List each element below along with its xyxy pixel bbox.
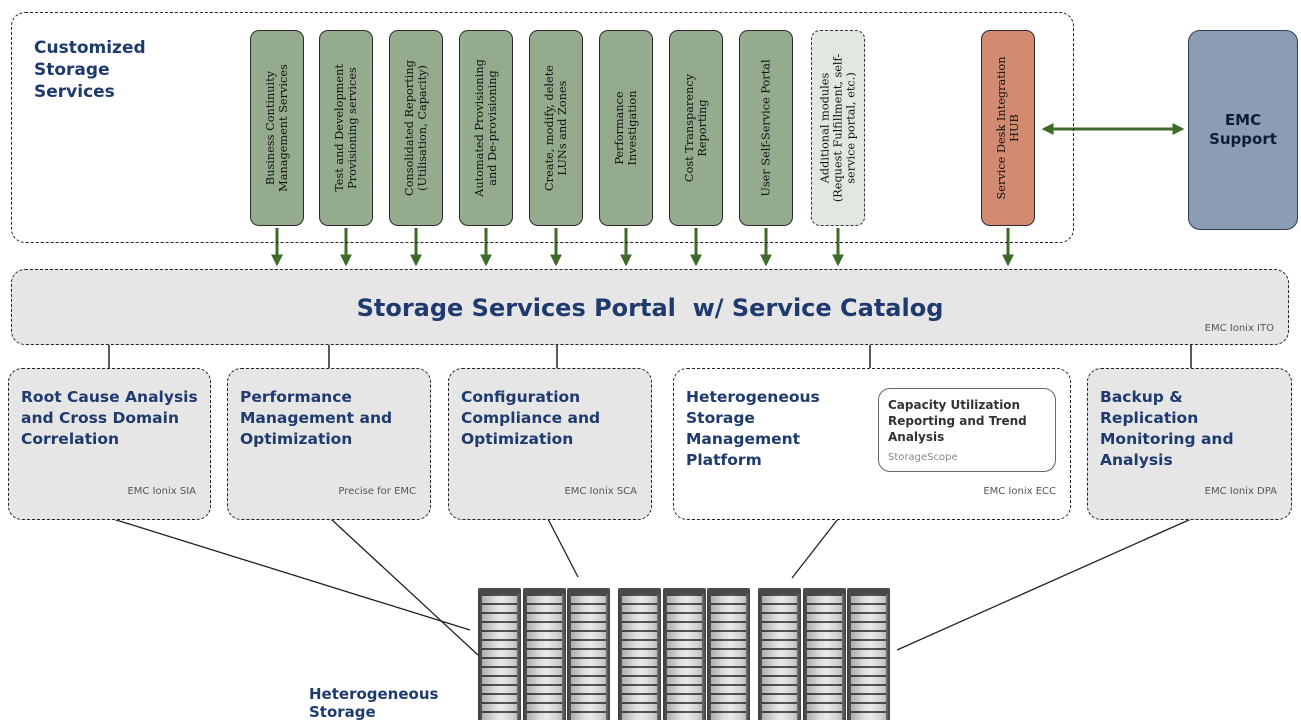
module-label: Test and Development Provisioning servic… [333, 64, 359, 192]
box-title: Backup & Replication Monitoring and Anal… [1100, 388, 1234, 469]
box-title: Performance Management and Optimization [240, 388, 393, 448]
module-label: Consolidated Reporting (Utilisation, Cap… [403, 60, 429, 196]
connector-backup-to-storage [896, 518, 1192, 651]
emc-support-box[interactable]: EMC Support [1188, 30, 1298, 230]
capacity-vendor: StorageScope [888, 452, 958, 463]
module-consolidated-reporting[interactable]: Consolidated Reporting (Utilisation, Cap… [389, 30, 443, 226]
box-vendor: EMC Ionix SIA [127, 486, 196, 497]
module-additional-modules[interactable]: Additional modules (Request Fulfillment,… [811, 30, 865, 226]
capacity-title: Capacity Utilization Reporting and Trend… [888, 398, 1027, 444]
connector-configuration-to-storage [547, 518, 579, 578]
customized-services-heading: Customized Storage Services [34, 38, 146, 102]
box-title: Heterogeneous Storage Management Platfor… [686, 388, 820, 469]
module-label: Cost Transparency Reporting [683, 73, 709, 183]
module-self-service-portal[interactable]: User Self-Service Portal [739, 30, 793, 226]
module-label: User Self-Service Portal [759, 59, 773, 197]
storage-rack [663, 588, 706, 720]
module-test-development[interactable]: Test and Development Provisioning servic… [319, 30, 373, 226]
storage-rack [567, 588, 610, 720]
module-luns-zones[interactable]: Create, modify, delete LUNs and Zones [529, 30, 583, 226]
root-cause-analysis-box[interactable]: Root Cause Analysis and Cross Domain Cor… [8, 368, 211, 520]
capacity-utilization-box[interactable]: Capacity Utilization Reporting and Trend… [878, 388, 1056, 472]
box-title: Configuration Compliance and Optimizatio… [461, 388, 601, 448]
portal-title: Storage Services Portal w/ Service Catal… [356, 294, 944, 322]
storage-rack [847, 588, 890, 720]
box-vendor: Precise for EMC [338, 486, 416, 497]
module-performance-investigation[interactable]: Performance Investigation [599, 30, 653, 226]
configuration-compliance-box[interactable]: Configuration Compliance and Optimizatio… [448, 368, 652, 520]
storage-rack [707, 588, 750, 720]
box-vendor: EMC Ionix DPA [1204, 486, 1277, 497]
box-vendor: EMC Ionix ECC [983, 486, 1056, 497]
storage-rack [758, 588, 801, 720]
portal-vendor: EMC Ionix ITO [1204, 323, 1274, 334]
customized-services-container [11, 12, 1074, 243]
connector-root-cause-to-storage [112, 518, 471, 631]
backup-replication-box[interactable]: Backup & Replication Monitoring and Anal… [1087, 368, 1292, 520]
connector-performance-to-storage [330, 518, 479, 656]
connector-heterogeneous-to-storage [791, 518, 839, 579]
storage-rack [523, 588, 566, 720]
box-title: Root Cause Analysis and Cross Domain Cor… [21, 388, 198, 448]
service-desk-integration-hub[interactable]: Service Desk Integration HUB [981, 30, 1035, 226]
module-automated-provisioning[interactable]: Automated Provisioning and De-provisioni… [459, 30, 513, 226]
module-label: Additional modules (Request Fulfillment,… [818, 53, 858, 203]
module-label: Business Continuity Management Services [264, 64, 290, 192]
storage-rack [478, 588, 521, 720]
storage-services-portal[interactable]: Storage Services Portal w/ Service Catal… [11, 269, 1289, 345]
module-cost-transparency[interactable]: Cost Transparency Reporting [669, 30, 723, 226]
performance-management-box[interactable]: Performance Management and Optimization … [227, 368, 431, 520]
emc-support-label: EMC Support [1209, 111, 1277, 148]
storage-rack [618, 588, 661, 720]
heterogeneous-storage-label: Heterogeneous Storage [309, 685, 439, 720]
box-vendor: EMC Ionix SCA [564, 486, 637, 497]
storage-rack [803, 588, 846, 720]
module-label: Create, modify, delete LUNs and Zones [543, 65, 569, 191]
module-business-continuity[interactable]: Business Continuity Management Services [250, 30, 304, 226]
module-label: Automated Provisioning and De-provisioni… [473, 59, 499, 197]
hub-label: Service Desk Integration HUB [995, 56, 1021, 200]
module-label: Performance Investigation [613, 90, 639, 166]
